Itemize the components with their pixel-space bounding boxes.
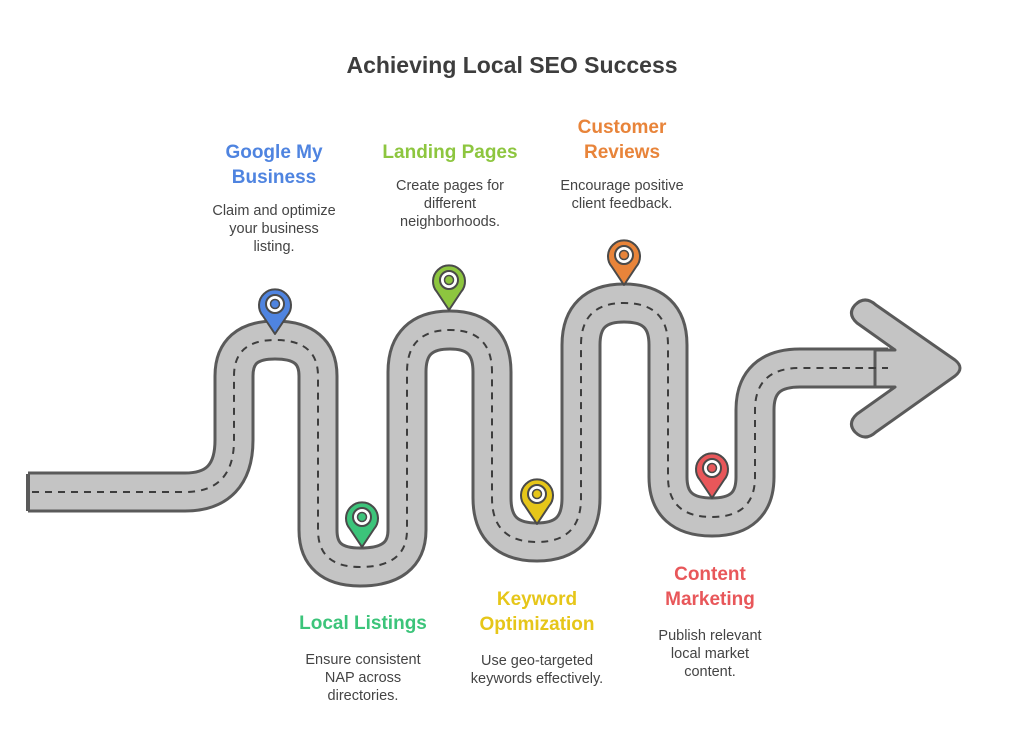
milestone-keyword-optimization: Keyword Optimization Use geo-targeted ke… xyxy=(437,587,637,688)
map-pin-icon xyxy=(345,501,379,548)
map-pin-icon xyxy=(607,239,641,286)
milestone-title: Local Listings xyxy=(299,613,427,634)
milestone-title: Google My Business xyxy=(225,142,323,188)
milestone-local-listings: Local Listings Ensure consistent NAP acr… xyxy=(263,611,463,705)
map-pin-icon xyxy=(695,452,729,499)
milestone-google-my-business: Google My Business Claim and optimize yo… xyxy=(174,140,374,256)
milestone-title: Keyword Optimization xyxy=(479,589,595,635)
milestone-landing-pages: Landing Pages Create pages for different… xyxy=(350,140,550,231)
milestone-customer-reviews: Customer Reviews Encourage positive clie… xyxy=(522,115,722,213)
milestone-description: Publish relevant local market content. xyxy=(658,628,762,680)
map-pin-icon xyxy=(520,478,554,525)
milestone-description: Encourage positive client feedback. xyxy=(560,178,684,212)
milestone-title: Customer Reviews xyxy=(577,117,667,163)
milestone-description: Use geo-targeted keywords effectively. xyxy=(470,653,604,687)
milestone-title: Content Marketing xyxy=(665,564,755,610)
milestone-content-marketing: Content Marketing Publish relevant local… xyxy=(610,562,810,681)
map-pin-icon xyxy=(258,288,292,335)
milestone-description: Ensure consistent NAP across directories… xyxy=(305,652,421,704)
milestone-description: Claim and optimize your business listing… xyxy=(212,203,336,255)
winding-road-icon xyxy=(26,282,888,588)
milestone-description: Create pages for different neighborhoods… xyxy=(395,178,504,230)
arrow-head-icon xyxy=(830,298,962,439)
milestone-title: Landing Pages xyxy=(382,142,518,163)
diagram-title: Achieving Local SEO Success xyxy=(346,52,678,78)
map-pin-icon xyxy=(432,264,466,311)
